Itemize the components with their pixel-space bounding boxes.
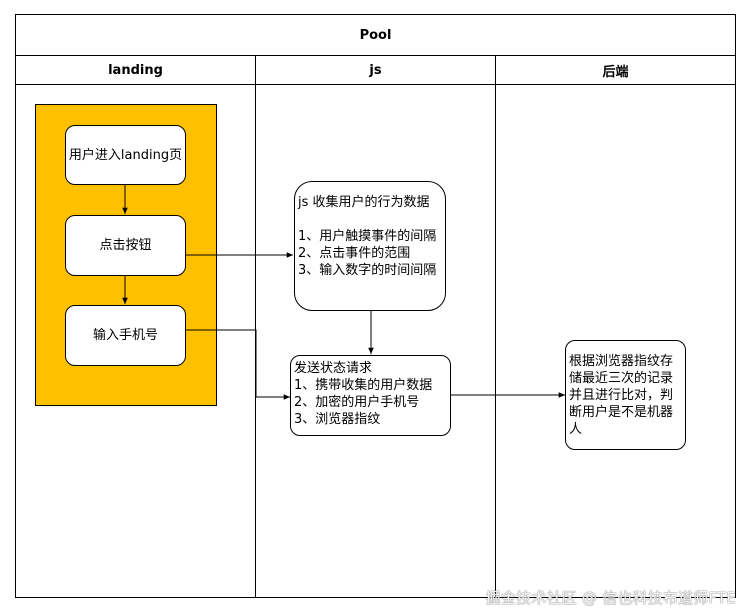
node-text: 输入手机号	[92, 328, 158, 343]
node-text: 1、携带收集的用户数据	[294, 378, 433, 393]
node-send-request[interactable]: 发送状态请求 1、携带收集的用户数据 2、加密的用户手机号 3、浏览器指纹	[290, 355, 451, 436]
node-text: 用户进入landing页	[68, 147, 183, 163]
edge-phone-to-request	[186, 329, 290, 400]
node-text-spacer	[298, 211, 443, 228]
node-text: 点击按钮	[99, 238, 152, 253]
node-text: js 收集用户的行为数据	[298, 195, 430, 210]
node-text: 2、点击事件的范围	[298, 246, 411, 261]
node-text: 1、用户触摸事件的间隔	[298, 229, 437, 244]
node-text: 发送状态请求	[294, 361, 373, 376]
node-text: 3、输入数字的时间间隔	[298, 263, 437, 278]
node-text: 根据浏览器指纹存储最近三次的记录并且进行比对，判断用户是不是机器人	[569, 354, 674, 437]
lane-backend	[495, 84, 736, 598]
node-text: 2、加密的用户手机号	[294, 395, 420, 410]
watermark-text: 掘金技术社区 @ 信也科技布道师FTE	[485, 589, 736, 607]
node-collect-behavior[interactable]: js 收集用户的行为数据 1、用户触摸事件的间隔 2、点击事件的范围 3、输入数…	[294, 181, 446, 311]
node-text: 3、浏览器指纹	[294, 412, 381, 427]
node-click-button[interactable]: 点击按钮	[65, 215, 186, 276]
node-backend-compare[interactable]: 根据浏览器指纹存储最近三次的记录并且进行比对，判断用户是不是机器人	[565, 340, 686, 450]
node-enter-phone[interactable]: 输入手机号	[65, 305, 186, 366]
node-enter-landing[interactable]: 用户进入landing页	[65, 125, 186, 185]
